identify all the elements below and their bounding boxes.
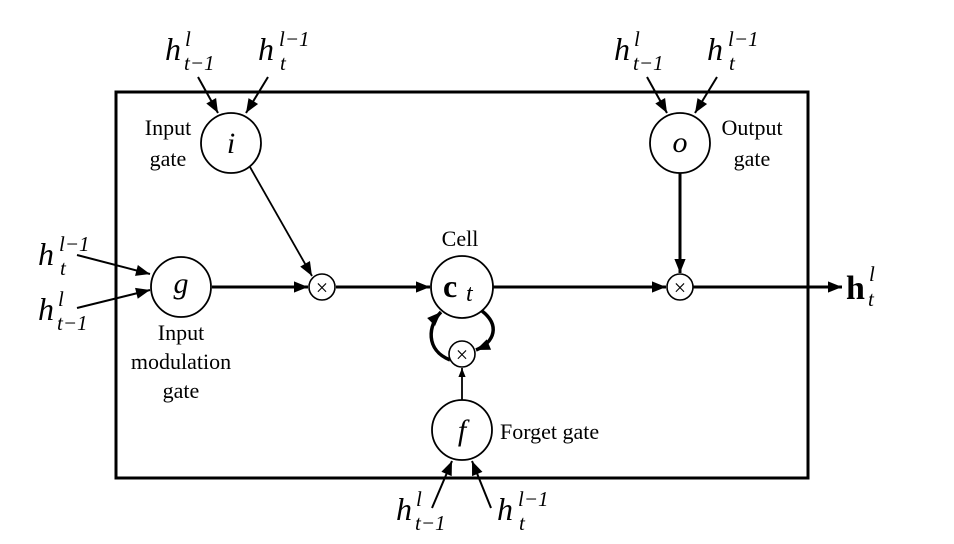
output-gate-label-1: Output	[721, 115, 782, 140]
input-gate-label-1: Input	[145, 115, 191, 140]
modulation-gate-label-1: Input	[158, 320, 204, 345]
arrow-to-modulation-gate-2	[76, 287, 151, 309]
cell-symbol-sub: t	[466, 281, 474, 307]
modulation-gate-node	[150, 256, 212, 318]
arrow-to-modulation-gate-1	[76, 254, 151, 276]
multiply-node-input: ×	[308, 273, 336, 301]
multiply-icon: ×	[674, 275, 686, 300]
h-sup: l−1	[279, 27, 310, 51]
output-gate: o Output gate	[649, 112, 783, 174]
h-label: h	[38, 291, 54, 327]
h-label: h	[396, 491, 412, 527]
h-label: h	[707, 31, 723, 67]
cell: c t Cell	[430, 226, 494, 319]
arrow-to-input-gate-1	[197, 76, 219, 114]
h-sub: t−1	[633, 51, 664, 75]
h-sub: t	[60, 256, 67, 280]
forget-gate-symbol: f	[458, 414, 470, 447]
forget-gate: f Forget gate	[431, 399, 599, 461]
h-label: h	[614, 31, 630, 67]
h-sub: t−1	[57, 311, 88, 335]
arrow-to-forget-gate-1	[431, 460, 453, 509]
h-label: h	[38, 236, 54, 272]
arrow-to-forget-gate-2	[471, 460, 492, 509]
multiply-icon: ×	[456, 342, 468, 367]
arrow-to-output-gate-2	[694, 76, 718, 114]
input-gate-node	[200, 112, 262, 174]
modulation-gate-symbol: g	[174, 267, 189, 300]
output-h: h l t	[846, 262, 875, 311]
h-sup: l−1	[728, 27, 759, 51]
h-sub: t	[280, 51, 287, 75]
cell-symbol: c	[443, 268, 457, 304]
multiply-node-output: ×	[666, 273, 694, 301]
multiply-node-circle	[448, 340, 476, 368]
h-sup: l−1	[59, 232, 90, 256]
h-sup: l	[58, 287, 64, 311]
arrow-to-output-gate-1	[646, 76, 668, 114]
edge-i-to-multiply	[249, 166, 313, 277]
cell-node	[430, 255, 494, 319]
h-sup: l	[185, 27, 191, 51]
h-sub: t	[519, 511, 526, 535]
arrow-to-input-gate-2	[245, 76, 269, 114]
h-sup: l	[634, 27, 640, 51]
h-sub: t−1	[415, 511, 446, 535]
input-gate-symbol: i	[227, 127, 235, 160]
input-modulation-gate: g Input modulation gate	[131, 256, 231, 403]
output-h-sub: t	[868, 287, 875, 311]
output-h-sup: l	[869, 262, 875, 286]
forget-gate-label: Forget gate	[500, 419, 599, 444]
output-gate-input-h-prev-layer: h l−1 t	[707, 27, 759, 75]
h-label: h	[165, 31, 181, 67]
edge-forget-multiply-to-cell	[427, 310, 451, 362]
cell-boundary-box	[114, 90, 810, 480]
forget-gate-input-h-prev-time: h l t−1	[396, 487, 446, 535]
output-gate-symbol: o	[673, 126, 688, 159]
edge-cell-to-forget-multiply	[475, 309, 495, 352]
input-gate-input-h-prev-time: h l t−1	[165, 27, 215, 75]
modulation-gate-input-h-prev-time: h l t−1	[38, 287, 88, 335]
h-sup: l−1	[518, 487, 549, 511]
output-gate-input-h-prev-time: h l t−1	[614, 27, 664, 75]
input-gate-label-2: gate	[150, 146, 187, 171]
h-sup: l	[416, 487, 422, 511]
output-gate-label-2: gate	[734, 146, 771, 171]
h-label: h	[258, 31, 274, 67]
modulation-gate-label-3: gate	[163, 378, 200, 403]
h-sub: t−1	[184, 51, 215, 75]
modulation-gate-input-h-prev-layer: h l−1 t	[38, 232, 90, 280]
h-label: h	[497, 491, 513, 527]
multiply-node-circle	[308, 273, 336, 301]
input-gate: i Input gate	[145, 112, 262, 174]
multiply-node-forget: ×	[448, 340, 476, 368]
multiply-icon: ×	[316, 275, 328, 300]
forget-gate-input-h-prev-layer: h l−1 t	[497, 487, 549, 535]
cell-label: Cell	[442, 226, 479, 251]
input-gate-input-h-prev-layer: h l−1 t	[258, 27, 310, 75]
output-h-label: h	[846, 270, 865, 307]
h-sub: t	[729, 51, 736, 75]
modulation-gate-label-2: modulation	[131, 349, 231, 374]
